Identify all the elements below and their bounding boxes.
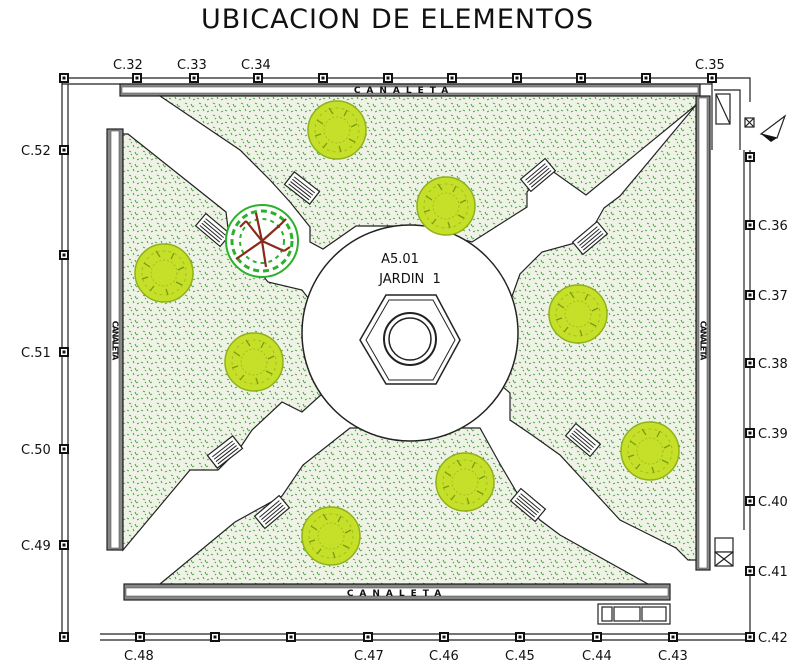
column-label: C.39 bbox=[758, 427, 788, 442]
area-label: A5.01 JARDIN 1 bbox=[378, 252, 441, 287]
column-label: C.48 bbox=[124, 649, 154, 664]
column-label: C.52 bbox=[21, 144, 51, 159]
column-label: C.37 bbox=[758, 289, 788, 304]
column-label: C.41 bbox=[758, 565, 788, 580]
column-label: C.44 bbox=[582, 649, 612, 664]
area-name: JARDIN 1 bbox=[378, 272, 441, 287]
canaleta-label-top: CANALETA bbox=[354, 86, 454, 96]
plan-title: UBICACION DE ELEMENTOS bbox=[201, 4, 594, 35]
canaleta-label-bottom: CANALETA bbox=[347, 589, 447, 599]
column-label: C.38 bbox=[758, 357, 788, 372]
column-label: C.40 bbox=[758, 495, 788, 510]
column-label: C.34 bbox=[241, 58, 271, 73]
canaleta-channels bbox=[106, 83, 711, 601]
service-box bbox=[597, 93, 755, 625]
column-label: C.43 bbox=[658, 649, 688, 664]
column-label: C.33 bbox=[177, 58, 207, 73]
column-label: C.47 bbox=[354, 649, 384, 664]
column-label: C.45 bbox=[505, 649, 535, 664]
canaleta-label-left: CANALETA bbox=[111, 321, 120, 361]
north-arrow-icon bbox=[759, 114, 787, 142]
canaleta-labels: CANALETA CANALETA CANALETA CANALETA bbox=[111, 86, 708, 599]
area-code: A5.01 bbox=[381, 252, 419, 267]
column-label: C.46 bbox=[429, 649, 459, 664]
central-plaza bbox=[301, 224, 519, 442]
column-label: C.35 bbox=[695, 58, 725, 73]
canaleta-label-right: CANALETA bbox=[699, 321, 708, 361]
column-label: C.32 bbox=[113, 58, 143, 73]
feature-tree bbox=[225, 204, 299, 278]
column-label: C.50 bbox=[21, 443, 51, 458]
column-labels: C.32 C.33 C.34 C.35 C.52 C.51 C.50 C.49 … bbox=[21, 58, 788, 664]
column-label: C.36 bbox=[758, 219, 788, 234]
column-label: C.51 bbox=[21, 346, 51, 361]
column-label: C.49 bbox=[21, 539, 51, 554]
column-label: C.42 bbox=[758, 631, 788, 646]
